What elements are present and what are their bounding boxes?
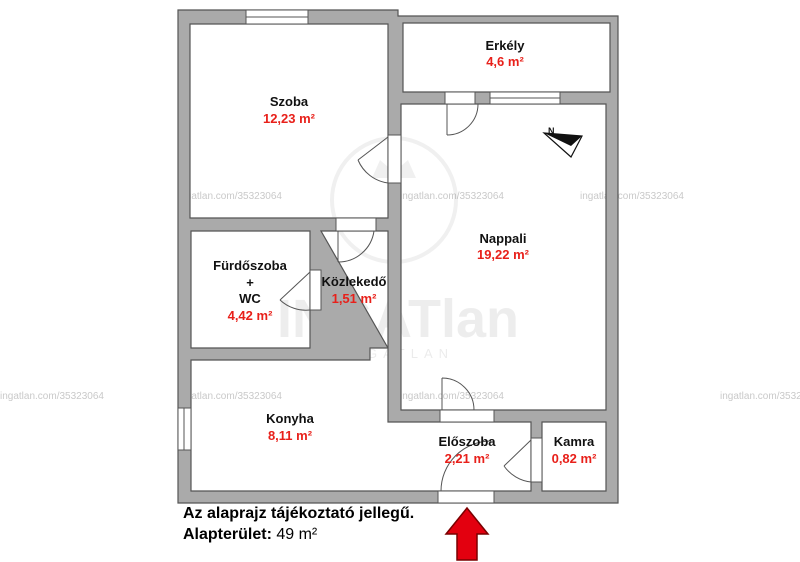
room-area: 2,21 m² (445, 451, 490, 466)
watermark-text: ingatlan.com/35323064 (580, 191, 684, 202)
room-area: 4,42 m² (228, 308, 273, 323)
room-name: Nappali (480, 231, 527, 246)
room-area: 4,6 m² (486, 54, 524, 69)
watermark-text: ingatlan.com/35323064 (720, 391, 800, 402)
total-area-label: Alapterület: (183, 526, 272, 543)
watermark-text: ingatlan.com/35323064 (0, 391, 104, 402)
room-furdoszoba: Fürdőszoba + WC 4,42 m² (213, 258, 287, 323)
room-name: Előszoba (438, 434, 496, 449)
room-name: Közlekedő (321, 274, 386, 289)
walls (177, 9, 619, 504)
total-area-value: 49 m² (276, 526, 318, 543)
room-name: WC (239, 291, 261, 306)
room-area: 0,82 m² (552, 451, 597, 466)
windows (177, 9, 561, 451)
watermark-text: ingatlan.com/35323064 (178, 391, 282, 402)
watermark-text: ingatlan.com/35323064 (178, 191, 282, 202)
entrance-arrow-icon (444, 506, 490, 561)
room-eloszoba: Előszoba 2,21 m² (438, 434, 496, 466)
room-szoba: Szoba 12,23 m² (263, 94, 316, 126)
room-erkely: Erkély 4,6 m² (485, 38, 525, 69)
disclaimer-text: Az alaprajz tájékoztató jellegű. (183, 505, 415, 522)
room-area: 12,23 m² (263, 111, 316, 126)
room-name: Erkély (485, 38, 525, 53)
watermark-text: ingatlan.com/35323064 (400, 191, 504, 202)
doors (279, 91, 543, 504)
room-kozlekedo: Közlekedő 1,51 m² (321, 274, 386, 306)
room-name: Szoba (270, 94, 309, 109)
room-name: Kamra (554, 434, 595, 449)
room-area: 8,11 m² (268, 428, 313, 443)
room-name: + (246, 275, 254, 290)
room-area: 19,22 m² (477, 247, 530, 262)
compass-icon: N (542, 126, 583, 158)
room-konyha: Konyha 8,11 m² (266, 411, 314, 443)
room-area: 1,51 m² (332, 291, 377, 306)
svg-text:N: N (548, 126, 555, 136)
watermark-text: ingatlan.com/35323064 (400, 391, 504, 402)
room-nappali: Nappali 19,22 m² (477, 231, 530, 262)
total-area: Alapterület: 49 m² (183, 526, 317, 544)
room-name: Fürdőszoba (213, 258, 287, 273)
room-kamra: Kamra 0,82 m² (552, 434, 597, 466)
room-name: Konyha (266, 411, 314, 426)
